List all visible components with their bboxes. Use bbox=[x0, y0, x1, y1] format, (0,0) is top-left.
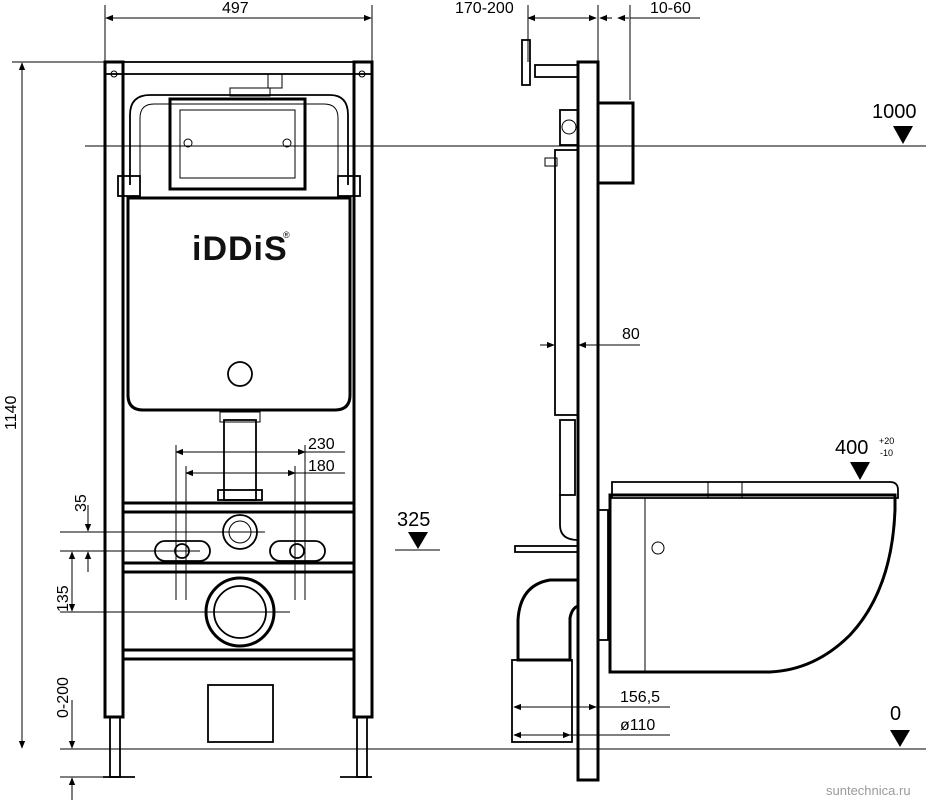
foot-right bbox=[356, 716, 368, 778]
side-drain-bend bbox=[516, 578, 579, 662]
side-cistern bbox=[554, 149, 579, 416]
dim-230: 230 bbox=[308, 436, 335, 453]
bolt-top-left bbox=[110, 70, 118, 78]
side-drain-pipe bbox=[511, 659, 573, 743]
watermark: suntechnica.ru bbox=[826, 783, 911, 798]
level-400-triangle bbox=[850, 462, 870, 480]
foot-left bbox=[109, 716, 121, 778]
front-view: iDDiS ® 497 1140 bbox=[3, 0, 374, 800]
stud-right bbox=[289, 543, 305, 559]
toilet-bowl bbox=[608, 493, 897, 674]
flush-screw-left bbox=[183, 138, 193, 148]
side-flush-box bbox=[596, 101, 635, 185]
side-cistern-tab bbox=[544, 157, 558, 167]
flush-bracket bbox=[129, 94, 349, 185]
side-flush-valve bbox=[559, 109, 579, 146]
frame-top-bar bbox=[104, 61, 373, 75]
level-400-plus: +20 bbox=[879, 436, 894, 446]
side-pipe-bend bbox=[559, 495, 579, 541]
frame-left-post bbox=[103, 60, 125, 719]
dim-156: 156,5 bbox=[620, 689, 660, 706]
dim-135: 135 bbox=[55, 585, 72, 612]
side-top-arm bbox=[534, 64, 579, 78]
flush-plate-opening bbox=[168, 97, 307, 191]
side-wall-plate bbox=[576, 60, 600, 782]
dim-pipe: ø110 bbox=[620, 717, 655, 734]
side-top-bracket bbox=[521, 39, 531, 86]
level-1000: 1000 bbox=[872, 101, 917, 144]
level-400-label: 400 bbox=[835, 437, 868, 459]
level-1000-label: 1000 bbox=[872, 101, 917, 123]
side-flush-valve-hole bbox=[561, 119, 577, 135]
level-400-minus: -10 bbox=[880, 448, 893, 458]
dim-180: 180 bbox=[308, 458, 335, 475]
cistern-drain bbox=[227, 361, 253, 387]
crossbar-lower bbox=[121, 648, 356, 661]
dim-width: 497 bbox=[222, 0, 249, 17]
flush-screw-right bbox=[282, 138, 292, 148]
cistern-tank bbox=[126, 196, 352, 412]
crossbar-middle bbox=[121, 561, 356, 574]
dim-height: 1140 bbox=[3, 395, 20, 430]
brand-logo: iDDiS bbox=[192, 230, 288, 268]
side-flush-pipe bbox=[559, 419, 576, 496]
flush-clip bbox=[229, 87, 271, 97]
dim-profile: 80 bbox=[622, 326, 640, 343]
stud-plate-right bbox=[269, 540, 326, 562]
bolt-top-right bbox=[358, 70, 366, 78]
level-400: 400 +20 -10 bbox=[835, 436, 894, 480]
dim-35: 35 bbox=[73, 494, 90, 512]
drain-sleeve bbox=[207, 684, 274, 743]
level-325: 325 bbox=[397, 509, 430, 549]
brand-trademark: ® bbox=[283, 230, 290, 240]
level-0-triangle bbox=[890, 730, 910, 747]
flush-bracket-inner bbox=[139, 103, 339, 185]
flush-pipe-collar bbox=[217, 489, 263, 501]
crossbar-upper bbox=[121, 501, 356, 514]
flush-pipe-top bbox=[219, 411, 261, 423]
dim-depth: 170-200 bbox=[455, 0, 514, 17]
dim-wall: 10-60 bbox=[650, 0, 691, 17]
toilet-seat bbox=[611, 481, 899, 499]
flush-valve-top bbox=[267, 73, 283, 89]
clamp-right bbox=[337, 175, 361, 197]
level-1000-triangle bbox=[893, 126, 913, 144]
side-stud bbox=[514, 545, 579, 553]
frame-right-post bbox=[352, 60, 374, 719]
side-bowl-mount bbox=[597, 509, 609, 641]
bowl-mount-hole bbox=[651, 541, 665, 555]
level-0-label: 0 bbox=[890, 703, 901, 725]
flush-pipe bbox=[223, 419, 257, 501]
side-view: 170-200 10-60 80 156,5 ø110 bbox=[455, 0, 899, 782]
level-0: 0 bbox=[890, 703, 910, 747]
dim-0-200: 0-200 bbox=[55, 677, 72, 718]
level-325-label: 325 bbox=[397, 509, 430, 531]
flush-plate-inner bbox=[179, 109, 296, 179]
clamp-left bbox=[117, 175, 141, 197]
level-325-triangle bbox=[408, 532, 428, 549]
